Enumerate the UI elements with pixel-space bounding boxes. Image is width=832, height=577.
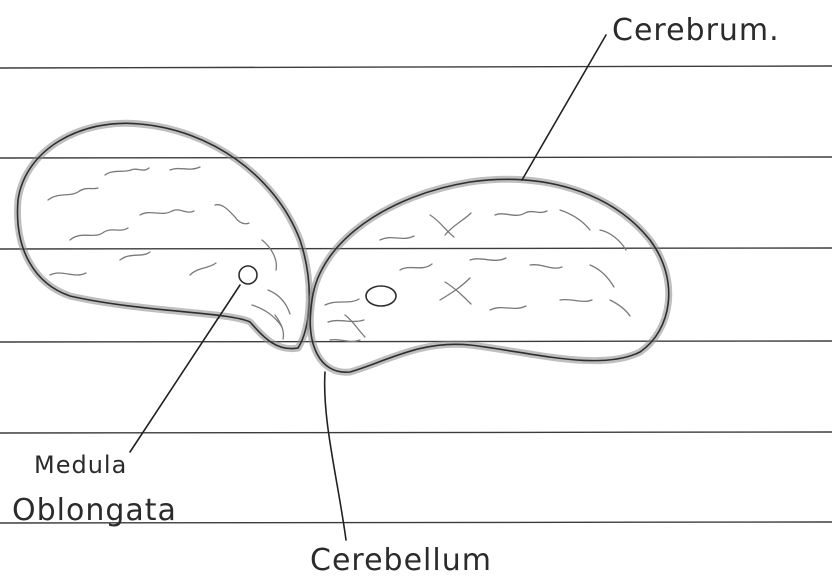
- right-lobe-outline: [310, 179, 668, 372]
- medulla-marker: [239, 266, 257, 284]
- ruled-line: [0, 248, 832, 249]
- wrinkle: [400, 264, 432, 270]
- wrinkle: [170, 167, 200, 170]
- cerebellum-label: Cerebellum: [310, 543, 492, 577]
- wrinkle: [50, 273, 86, 275]
- cerebrum-label: Cerebrum.: [612, 13, 780, 48]
- medulla-label-line1: Medula: [34, 451, 127, 479]
- wrinkle: [48, 188, 98, 200]
- wrinkle: [445, 282, 471, 304]
- wrinkle: [328, 320, 364, 322]
- wrinkle: [560, 300, 592, 302]
- wrinkle: [275, 315, 284, 339]
- wrinkle: [470, 258, 506, 260]
- wrinkle: [345, 315, 365, 337]
- wrinkle: [252, 305, 282, 327]
- cerebrum-marker: [366, 286, 396, 306]
- wrinkle: [105, 168, 149, 175]
- wrinkle: [380, 236, 414, 240]
- right-lobe-wrinkles: [325, 210, 630, 341]
- wrinkle: [590, 265, 614, 287]
- wrinkle: [215, 205, 249, 224]
- cerebrum-leader-line: [522, 35, 606, 180]
- ruled-line: [0, 341, 832, 342]
- wrinkle: [600, 230, 626, 250]
- cerebellum-leader-line: [325, 372, 346, 540]
- wrinkle: [120, 252, 150, 260]
- wrinkle: [530, 265, 562, 268]
- wrinkle: [268, 290, 290, 314]
- wrinkle: [560, 210, 590, 230]
- medulla-label-line2: Oblongata: [12, 493, 177, 528]
- ruled-line: [0, 432, 832, 433]
- wrinkle: [140, 210, 194, 215]
- wrinkle: [325, 299, 359, 305]
- wrinkle: [495, 211, 547, 215]
- wrinkle: [430, 215, 454, 237]
- ruled-line: [0, 66, 832, 68]
- wrinkle: [190, 263, 216, 275]
- wrinkle: [445, 213, 471, 235]
- wrinkle: [70, 228, 128, 240]
- wrinkle: [490, 306, 526, 310]
- ruled-line: [0, 157, 832, 158]
- wrinkle: [262, 240, 276, 270]
- wrinkle: [610, 300, 630, 316]
- leader-lines: [130, 35, 606, 540]
- right-lobe: [310, 179, 668, 372]
